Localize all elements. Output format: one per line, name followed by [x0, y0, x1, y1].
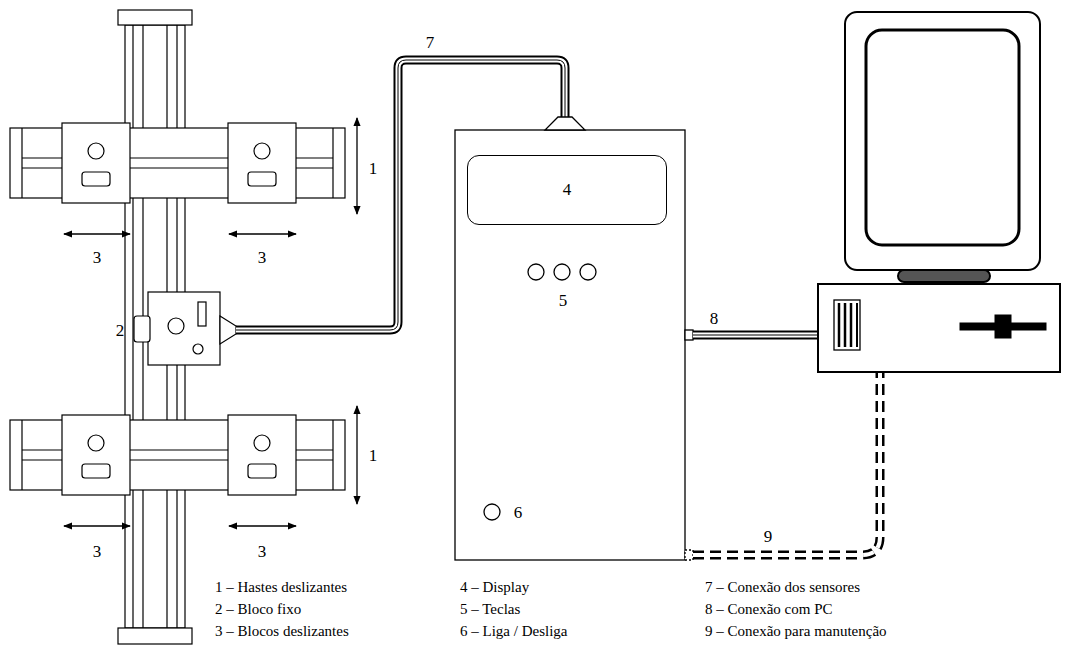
key-entry: 6 – Liga / Desliga — [460, 624, 567, 639]
maintenance-cable — [693, 372, 880, 555]
display-panel: 4 — [467, 155, 667, 225]
key-entry: 3 – Blocos deslizantes — [215, 624, 349, 639]
sliding-rod — [10, 123, 345, 203]
key-entry: 1 – Hastes deslizantes — [215, 580, 347, 595]
callout-number: 8 — [710, 310, 719, 327]
key-entry: 8 – Conexão com PC — [705, 602, 833, 617]
key-entry: 7 – Conexão dos sensores — [705, 580, 860, 595]
key-entry: 9 – Conexão para manutenção — [705, 624, 887, 639]
callout-number: 1 — [369, 160, 378, 177]
key-entry: 4 – Display — [460, 580, 529, 595]
callout-number: 3 — [258, 249, 267, 266]
callout-number: 3 — [93, 543, 102, 560]
control-box — [455, 117, 693, 560]
callout-number: 5 — [559, 292, 568, 309]
callout-number: 4 — [563, 181, 572, 200]
key-entry: 5 – Teclas — [460, 602, 520, 617]
callout-number: 3 — [258, 543, 267, 560]
callout-number: 6 — [514, 504, 523, 521]
sliding-rod — [10, 415, 345, 495]
callout-number: 1 — [369, 447, 378, 464]
callout-number: 7 — [426, 34, 435, 51]
fixed-block — [134, 292, 236, 365]
computer — [818, 12, 1060, 372]
key-entry: 2 – Bloco fixo — [215, 602, 301, 617]
pc-cable — [693, 335, 818, 336]
callout-number: 2 — [116, 322, 125, 339]
callout-number: 3 — [93, 249, 102, 266]
callout-number: 9 — [764, 528, 773, 545]
motion-arrow — [64, 118, 357, 526]
